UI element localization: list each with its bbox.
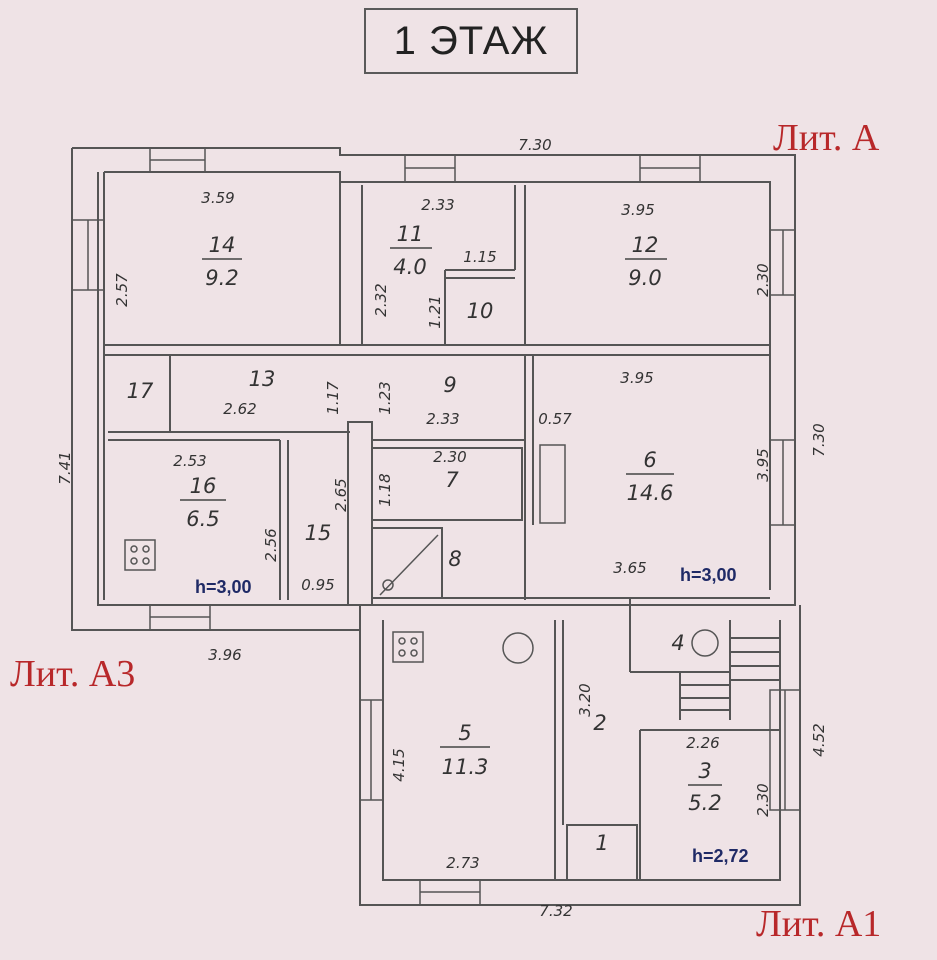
floor-title: 1 ЭТАЖ — [364, 8, 578, 74]
dim-273: 2.73 — [446, 854, 479, 872]
room-12-number: 12 — [632, 233, 659, 257]
room-14-area: 9.2 — [205, 266, 238, 290]
room-numbers: 14 9.2 11 4.0 12 9.0 10 13 9 17 6 14.6 7… — [127, 222, 722, 855]
lit-a1-label: Лит. А1 — [756, 903, 882, 945]
toilet-icon — [691, 629, 719, 657]
room-1-number: 1 — [595, 831, 608, 855]
dim-257: 2.57 — [113, 273, 131, 307]
dim-095: 0.95 — [301, 576, 334, 594]
dim-320: 3.20 — [576, 683, 594, 716]
room-2-number: 2 — [593, 711, 606, 735]
dim-730r: 7.30 — [810, 423, 828, 456]
stove-icon — [124, 539, 156, 571]
dim-265: 2.65 — [332, 478, 350, 511]
dim-top: 7.30 — [518, 136, 551, 154]
height-a1: h=2,72 — [692, 846, 749, 866]
room-3-area: 5.2 — [688, 791, 721, 815]
room-9-number: 9 — [443, 373, 456, 397]
room-8-number: 8 — [448, 547, 461, 571]
boiler-icon — [502, 632, 534, 664]
room-15-number: 15 — [305, 521, 332, 545]
lit-a3-label: Лит. А3 — [10, 653, 136, 695]
dim-115: 1.15 — [463, 248, 496, 266]
dim-232: 2.32 — [372, 283, 390, 316]
room-5-area: 11.3 — [442, 755, 489, 779]
dim-118: 1.18 — [376, 473, 394, 506]
dim-256: 2.56 — [262, 528, 280, 561]
room-16-number: 16 — [190, 474, 217, 498]
dim-262: 2.62 — [223, 400, 256, 418]
dim-057: 0.57 — [538, 410, 572, 428]
room-5-number: 5 — [458, 721, 471, 745]
room-12-area: 9.0 — [628, 266, 661, 290]
dim-395a: 3.95 — [621, 201, 654, 219]
dim-452: 4.52 — [810, 723, 828, 756]
dim-359: 3.59 — [201, 189, 234, 207]
dim-395b: 3.95 — [620, 369, 653, 387]
dim-395c: 3.95 — [754, 448, 772, 481]
room-17-number: 17 — [127, 379, 154, 403]
room-6-number: 6 — [643, 448, 656, 472]
room-10-number: 10 — [467, 299, 494, 323]
room-3-number: 3 — [698, 759, 711, 783]
room-7-number: 7 — [445, 468, 459, 492]
dim-415: 4.15 — [390, 748, 408, 781]
room-6-area: 14.6 — [627, 481, 674, 505]
room-13-number: 13 — [249, 367, 276, 391]
dim-117: 1.17 — [324, 381, 342, 415]
dimensions: 7.30 3.59 2.33 3.95 1.15 3.95 2.62 2.33 … — [56, 136, 828, 920]
dim-233a: 2.33 — [421, 196, 454, 214]
dim-253: 2.53 — [173, 452, 206, 470]
room-11-number: 11 — [397, 222, 424, 246]
height-a3: h=3,00 — [195, 577, 252, 597]
room-14-number: 14 — [209, 233, 236, 257]
dim-230b: 2.30 — [433, 448, 466, 466]
dim-233b: 2.33 — [426, 410, 459, 428]
dim-230c: 2.30 — [754, 783, 772, 816]
fixtures — [124, 444, 719, 664]
dim-732: 7.32 — [539, 902, 572, 920]
height-main: h=3,00 — [680, 565, 737, 585]
dim-123: 1.23 — [376, 381, 394, 414]
dim-365: 3.65 — [613, 559, 646, 577]
room-16-area: 6.5 — [186, 507, 219, 531]
room-11-area: 4.0 — [393, 255, 426, 279]
dim-396: 3.96 — [208, 646, 241, 664]
dim-741: 7.41 — [56, 451, 74, 484]
stove-icon-2 — [392, 631, 424, 663]
room-4-number: 4 — [671, 631, 684, 655]
lit-a-label: Лит. А — [773, 117, 880, 159]
dim-121: 1.21 — [426, 295, 444, 328]
dim-226: 2.26 — [686, 734, 719, 752]
dim-230a: 2.30 — [754, 263, 772, 296]
windows — [71, 147, 801, 906]
